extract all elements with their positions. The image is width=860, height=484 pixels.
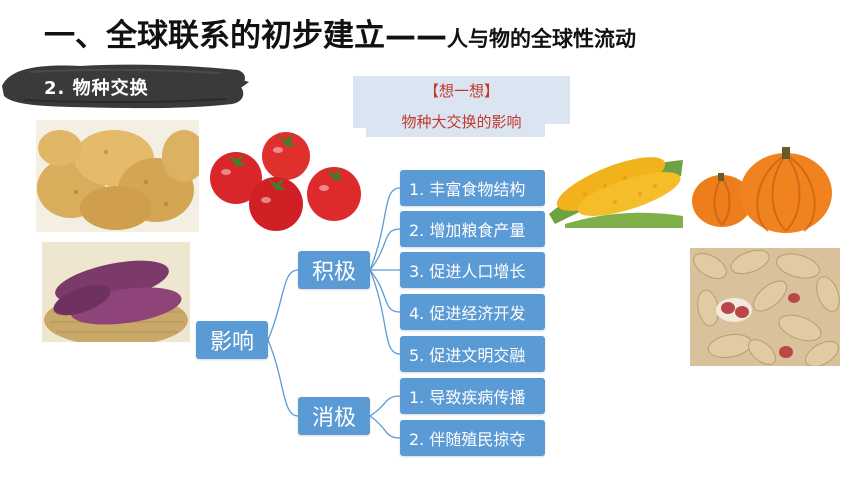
node-root-influence: 影响 (196, 321, 268, 359)
sweet-potatoes-image (42, 242, 190, 342)
title-main: 一、全球联系的初步建立—— (44, 18, 447, 54)
node-positive-item-3: 3. 促进人口增长 (400, 252, 545, 288)
node-positive: 积极 (298, 251, 370, 289)
tomatoes-image (200, 128, 366, 232)
title-sub: 人与物的全球性流动 (447, 27, 636, 51)
corn-image (545, 124, 687, 230)
node-negative: 消极 (298, 397, 370, 435)
node-positive-item-2: 2. 增加粮食产量 (400, 211, 545, 247)
page-title: 一、全球联系的初步建立——人与物的全球性流动 (44, 10, 636, 55)
node-positive-item-4: 4. 促进经济开发 (400, 294, 545, 330)
think-box: 【想一想】 物种大交换的影响 (353, 76, 570, 137)
peanuts-image (690, 248, 840, 366)
think-heading: 【想一想】 (423, 82, 499, 100)
pumpkins-image (688, 137, 839, 238)
node-negative-item-1: 1. 导致疾病传播 (400, 378, 545, 414)
potatoes-image (36, 120, 199, 232)
section-label: 2. 物种交换 (44, 78, 149, 99)
think-question: 物种大交换的影响 (401, 113, 522, 131)
node-positive-item-5: 5. 促进文明交融 (400, 336, 545, 372)
node-positive-item-1: 1. 丰富食物结构 (400, 170, 545, 206)
brush-stroke-banner (2, 64, 249, 109)
node-negative-item-2: 2. 伴随殖民掠夺 (400, 420, 545, 456)
